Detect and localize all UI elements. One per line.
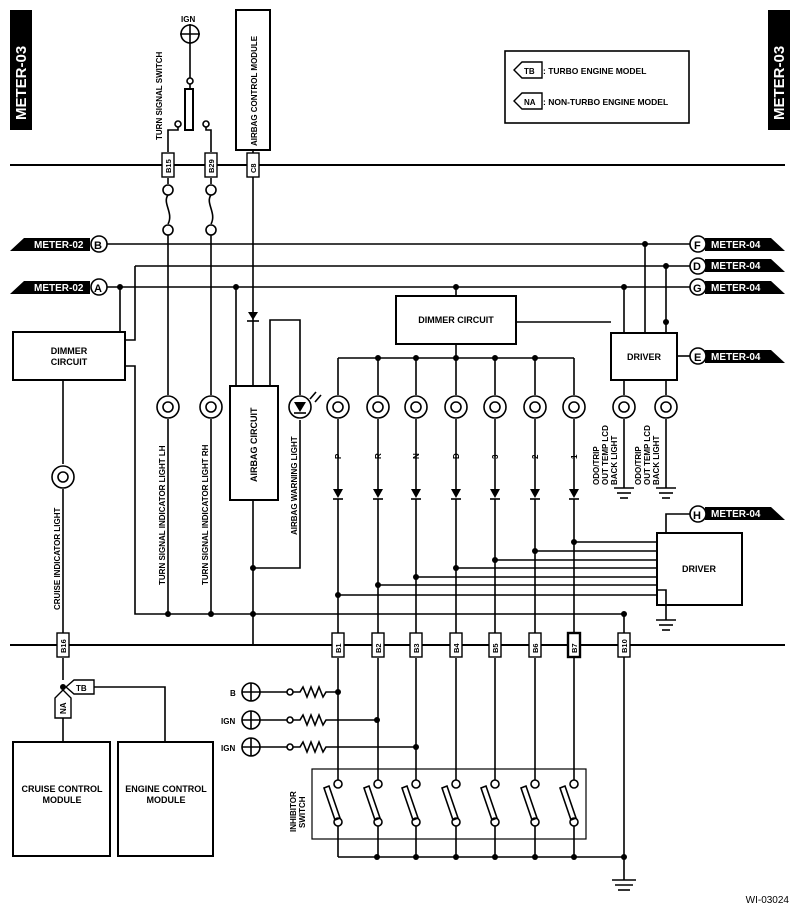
svg-text:B2: B2 [374,643,383,653]
svg-text:B3: B3 [412,643,421,653]
top-pin-B15: B15 [161,152,175,178]
svg-text:B15: B15 [164,159,173,173]
meter04-h-label: METER-04 [711,509,761,520]
junction-dot [375,582,381,588]
ign-top-label: IGN [181,15,195,24]
svg-text:B16: B16 [59,639,68,653]
legend-na-text: : NON-TURBO ENGINE MODEL [543,97,668,107]
turn-signal-switch-label: TURN SIGNAL SWITCH [155,51,164,140]
meter04-f-letter: F [694,240,701,252]
backlight1-line2: OUT TEMP LCD [601,425,610,485]
backlight2-line1: ODO/TRIP [634,446,643,485]
svg-text:B10: B10 [620,639,629,653]
gear-label-N: N [412,453,421,459]
gear-label-P: P [334,453,343,459]
svg-text:B1: B1 [334,643,343,653]
junction-dot [413,574,419,580]
power-b-label: B [230,689,236,698]
backlight2-line2: OUT TEMP LCD [643,425,652,485]
cruise-lamp-label: CRUISE INDICATOR LIGHT [53,508,62,610]
inhibitor-switch-2 [519,779,540,827]
meter04-h-letter: H [693,510,701,522]
svg-text:B7: B7 [570,643,579,653]
driver-lower-label: DRIVER [682,564,717,574]
engine-module-line2: MODULE [147,795,186,805]
gear-label-2: 2 [531,454,540,459]
inhibitor-line1: INHIBITOR [289,791,298,832]
inhibitor-line2: SWITCH [298,796,307,828]
legend-tb-text: : TURBO ENGINE MODEL [543,66,646,76]
engine-module-line1: ENGINE CONTROL [125,784,207,794]
backlight1-line1: ODO/TRIP [592,446,601,485]
bottom-pin-B6: B6 [528,632,542,658]
junction-dot [532,548,538,554]
meter04-g-label: METER-04 [711,283,761,294]
bottom-pin-B3: B3 [409,632,423,658]
top-pin-B29: B29 [204,152,218,178]
meter02-b-label: METER-02 [34,240,84,251]
dimmer-center-label: DIMMER CIRCUIT [418,315,494,325]
tag-tb: TB [76,684,87,693]
inhibitor-switch-3 [479,779,500,827]
inhibitor-switch-N [400,779,421,827]
power-ign2-label: IGN [221,744,235,753]
cruise-module-line2: MODULE [43,795,82,805]
meter02-a-letter: A [94,283,102,295]
tag-na: NA [59,702,68,714]
meter04-d-label: METER-04 [711,261,761,272]
airbag-module-label: AIRBAG CONTROL MODULE [250,35,259,146]
junction-dot [492,557,498,563]
backlight2-line3: BACK LIGHT [652,436,661,485]
bottom-pin-B5: B5 [488,632,502,658]
junction-dot [335,592,341,598]
bottom-pin-B7: B7 [566,631,582,659]
gear-label-3: 3 [491,454,500,459]
side-tab-left: METER-03 [13,46,30,120]
svg-text:B4: B4 [452,643,461,653]
airbag-warning-label: AIRBAG WARNING LIGHT [290,436,299,535]
top-pin-C8: C8 [246,152,260,178]
meter04-e-label: METER-04 [711,352,761,363]
inhibitor-switch-P [322,779,343,827]
meter04-g-letter: G [693,283,702,295]
turn-lh-lamp-label: TURN SIGNAL INDICATOR LIGHT LH [158,445,167,585]
bottom-pin-B4: B4 [449,632,463,658]
legend-tb-tag: TB [524,67,535,76]
legend-na-tag: NA [524,98,536,107]
bottom-pin-B10: B10 [617,632,631,658]
bottom-pin-B16: B16 [56,632,70,658]
bottom-pin-B1: B1 [331,632,345,658]
airbag-circuit-label: AIRBAG CIRCUIT [249,407,259,482]
inhibitor-switch-1 [558,779,579,827]
driver-upper-label: DRIVER [627,352,662,362]
meter04-f-label: METER-04 [711,240,761,251]
meter02-b-letter: B [94,240,102,252]
power-ign1-label: IGN [221,717,235,726]
inhibitor-switch-R [362,779,383,827]
backlight1-line3: BACK LIGHT [610,436,619,485]
ref-code: WI-03024 [746,895,790,906]
gear-label-D: D [452,453,461,459]
junction-dot [571,539,577,545]
svg-text:B29: B29 [207,159,216,173]
inhibitor-switch-D [440,779,461,827]
dimmer-left-line2: CIRCUIT [51,357,88,367]
turn-rh-lamp-label: TURN SIGNAL INDICATOR LIGHT RH [201,444,210,585]
svg-text:B6: B6 [531,643,540,653]
svg-text:C8: C8 [249,163,258,173]
dimmer-left-line1: DIMMER [51,346,88,356]
cruise-module-line1: CRUISE CONTROL [22,784,104,794]
meter02-a-label: METER-02 [34,283,84,294]
junction-dot [453,565,459,571]
side-tab-right: METER-03 [771,46,788,120]
meter04-e-letter: E [694,352,701,364]
gear-label-1: 1 [570,454,579,459]
meter04-d-letter: D [693,261,701,273]
gear-label-R: R [374,453,383,459]
svg-text:B5: B5 [491,643,500,653]
bottom-pin-B2: B2 [371,632,385,658]
